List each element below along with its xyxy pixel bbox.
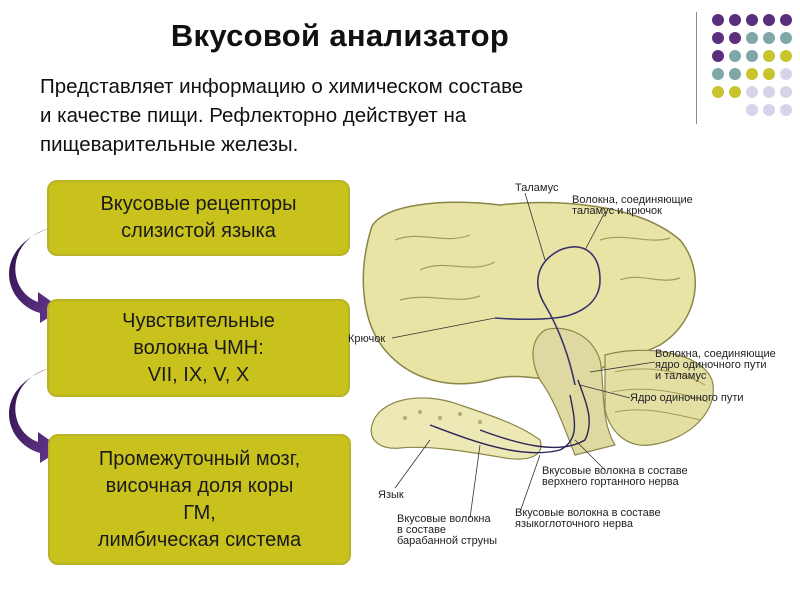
flow-box-line: ГМ, (183, 500, 216, 527)
dot (763, 32, 775, 44)
flow-box-line: VII, IX, V, X (148, 362, 250, 389)
intro-line: пищеварительные железы. (40, 130, 680, 159)
label-fibers-thalamus-hook: таламус и крючок (572, 205, 662, 217)
label-nucleus: Ядро одиночного пути (630, 392, 744, 404)
label-fibers-nucleus: и таламус (655, 370, 707, 382)
dot (712, 68, 724, 80)
intro-line: и качестве пищи. Рефлекторно действует н… (40, 101, 680, 130)
dot (746, 32, 758, 44)
slide-title: Вкусовой анализатор (0, 18, 680, 54)
dot (763, 68, 775, 80)
dot (780, 68, 792, 80)
dot (712, 104, 724, 116)
dot (763, 50, 775, 62)
dot (746, 14, 758, 26)
dot (763, 86, 775, 98)
label-tongue: Язык (378, 489, 404, 501)
label-taste-upper: верхнего гортанного нерва (542, 476, 680, 488)
tongue-illustration (371, 398, 541, 459)
dot (780, 86, 792, 98)
label-thalamus: Таламус (515, 182, 559, 194)
dot (780, 50, 792, 62)
flow-box-line: лимбическая система (98, 527, 301, 554)
flow-box-line: слизистой языка (121, 218, 276, 245)
intro-line: Представляет информацию о химическом сос… (40, 72, 680, 101)
dot (763, 14, 775, 26)
dot (729, 68, 741, 80)
dot (729, 104, 741, 116)
dot (746, 50, 758, 62)
dot (712, 14, 724, 26)
dot (780, 14, 792, 26)
label-taste-chorda: барабанной струны (397, 535, 497, 547)
divider-line (696, 12, 697, 124)
intro-text: Представляет информацию о химическом сос… (40, 72, 680, 159)
dot (746, 68, 758, 80)
dot (729, 14, 741, 26)
dot (729, 50, 741, 62)
flow-box-line: Вкусовые рецепторы (100, 191, 296, 218)
dot (746, 104, 758, 116)
decorative-dot-grid (712, 14, 788, 116)
dot (780, 104, 792, 116)
dot (780, 32, 792, 44)
flow-box-line: височная доля коры (106, 473, 294, 500)
dot (729, 86, 741, 98)
dot (712, 86, 724, 98)
flow-box-brain: Промежуточный мозг, височная доля коры Г… (48, 434, 351, 565)
dot (729, 32, 741, 44)
dot (712, 50, 724, 62)
label-taste-glosso: языкоглоточного нерва (515, 518, 634, 530)
dot (712, 32, 724, 44)
taste-pathway-illustration: Таламус Волокна, соединяющие таламус и к… (345, 178, 800, 550)
flow-box-line: Чувствительные (122, 308, 275, 335)
flow-box-line: волокна ЧМН: (133, 335, 264, 362)
label-hook: Крючок (348, 333, 385, 345)
dot (763, 104, 775, 116)
dot (746, 86, 758, 98)
flow-box-fibers: Чувствительные волокна ЧМН: VII, IX, V, … (47, 299, 350, 397)
flow-box-receptors: Вкусовые рецепторы слизистой языка (47, 180, 350, 256)
flow-box-line: Промежуточный мозг, (99, 446, 300, 473)
